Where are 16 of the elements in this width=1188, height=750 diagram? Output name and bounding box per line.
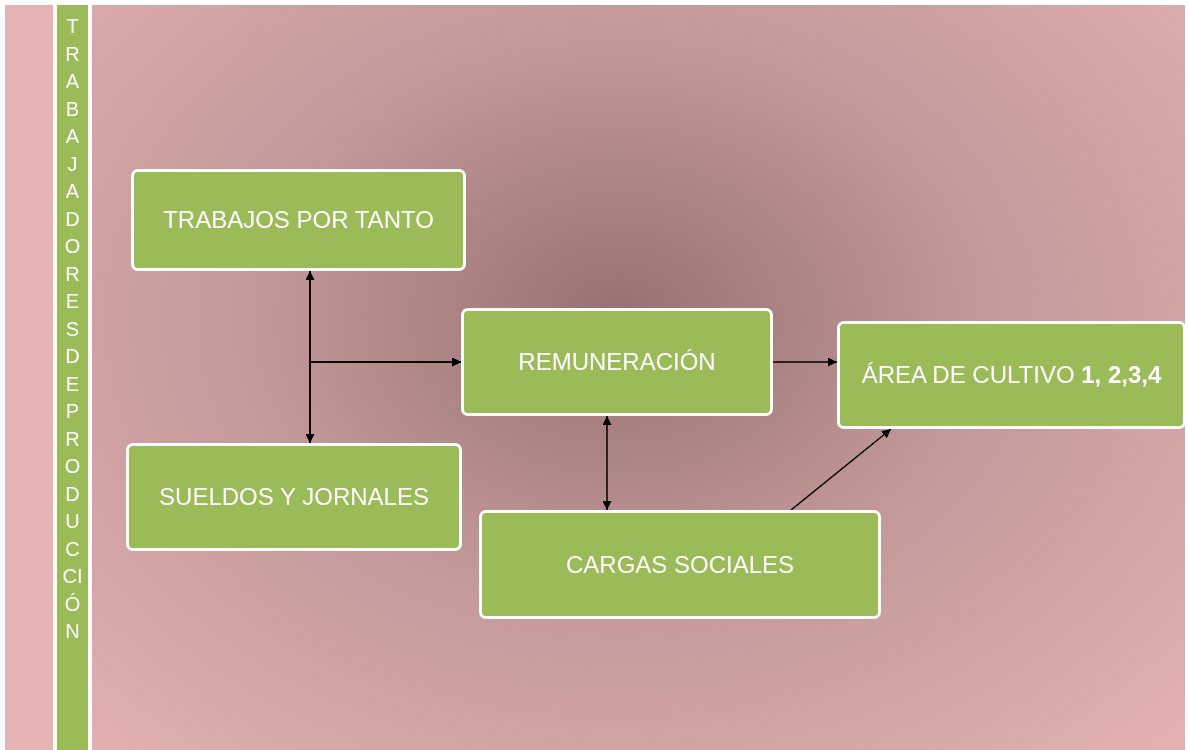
process-box [131,169,466,271]
process-box [479,510,881,619]
process-box [126,443,462,551]
arrow [602,415,612,511]
arrow [309,357,462,444]
arrow [790,428,892,511]
box-label: SUELDOS Y JORNALES [159,483,429,511]
box-label: TRABAJOS POR TANTO [163,206,434,234]
vertical-label: TRABAJADORES DE PRODUCCIÓN [62,14,83,644]
box-label: ÁREA DE CULTIVO 1, 2,3,4 [861,361,1162,389]
box-label: CARGAS SOCIALES [565,550,795,579]
process-box [837,321,1186,429]
arrow [772,357,838,367]
box-label: REMUNERACIÓN [518,348,716,376]
vertical-band [57,5,88,750]
process-box [461,308,773,416]
